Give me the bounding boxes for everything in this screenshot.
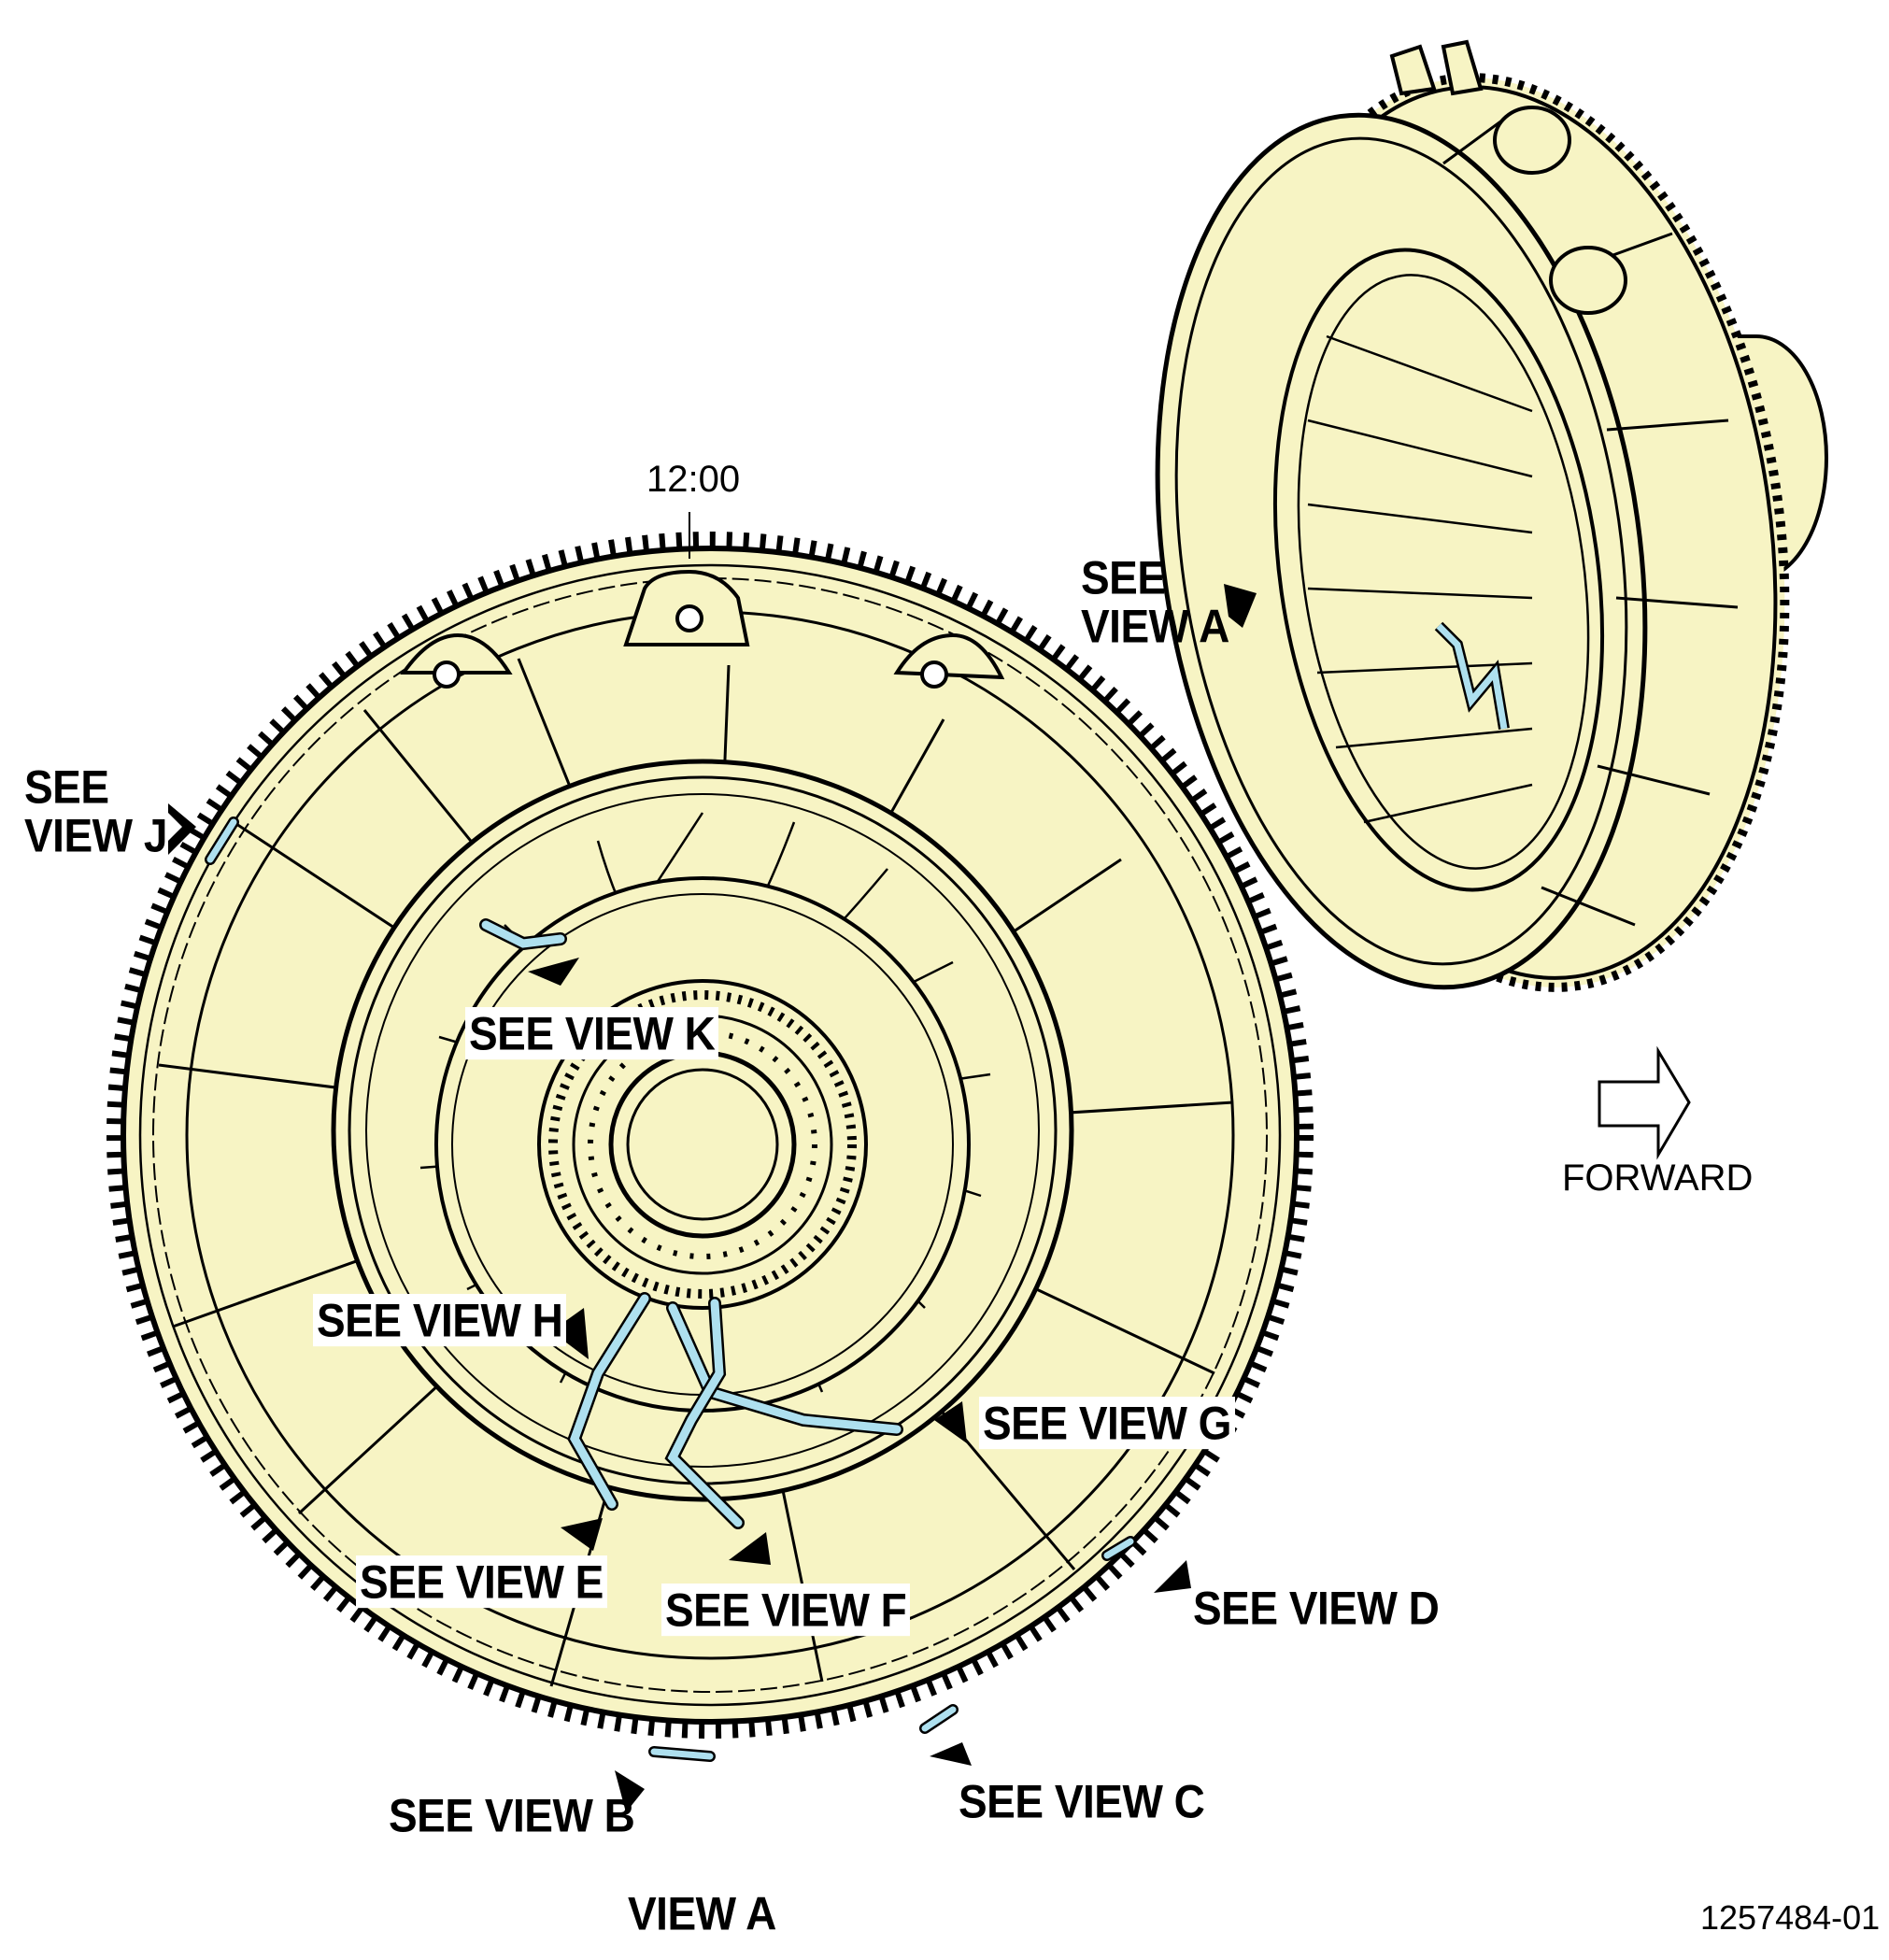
callout-view-f: SEE VIEW F bbox=[661, 1584, 911, 1637]
outer-teeth-ring bbox=[107, 532, 1314, 1739]
callout-view-h: SEE VIEW H bbox=[313, 1294, 567, 1347]
callout-view-k: SEE VIEW K bbox=[465, 1007, 719, 1060]
arrow-view-b bbox=[615, 1770, 645, 1812]
callout-view-j-line2: VIEW J bbox=[24, 809, 167, 862]
arrow-view-g bbox=[934, 1401, 967, 1443]
clock-position-label: 12:00 bbox=[646, 459, 741, 500]
callout-view-g: SEE VIEW G bbox=[979, 1397, 1235, 1450]
view-title: VIEW A bbox=[628, 1887, 776, 1940]
figure-number: 1257484-01 bbox=[1700, 1898, 1881, 1937]
callout-view-a-line2: VIEW A bbox=[1081, 600, 1229, 653]
arrow-view-c bbox=[930, 1742, 972, 1766]
frame-front-view bbox=[107, 512, 1314, 1762]
tube-assemblies bbox=[205, 817, 1136, 1762]
frame-isometric-view bbox=[1155, 39, 1828, 992]
callout-view-a-line1: SEE bbox=[1081, 551, 1166, 604]
arrow-view-d bbox=[1154, 1560, 1191, 1593]
mount-lugs bbox=[400, 569, 1005, 689]
forward-arrow-icon bbox=[1598, 1045, 1691, 1160]
arrow-view-e bbox=[561, 1518, 603, 1551]
arrow-view-a bbox=[1224, 584, 1257, 628]
forward-label: FORWARD bbox=[1562, 1158, 1754, 1199]
arrow-view-j bbox=[168, 803, 196, 855]
callout-view-e: SEE VIEW E bbox=[356, 1555, 607, 1609]
callout-view-j-line1: SEE bbox=[24, 760, 109, 814]
callout-arrows bbox=[168, 584, 1257, 1812]
arrow-view-f bbox=[729, 1532, 771, 1565]
callout-view-d: SEE VIEW D bbox=[1193, 1582, 1440, 1635]
callout-view-b: SEE VIEW B bbox=[389, 1789, 635, 1842]
arrow-view-h bbox=[551, 1308, 589, 1359]
callout-view-c: SEE VIEW C bbox=[959, 1775, 1205, 1828]
arrow-view-k bbox=[528, 958, 579, 986]
